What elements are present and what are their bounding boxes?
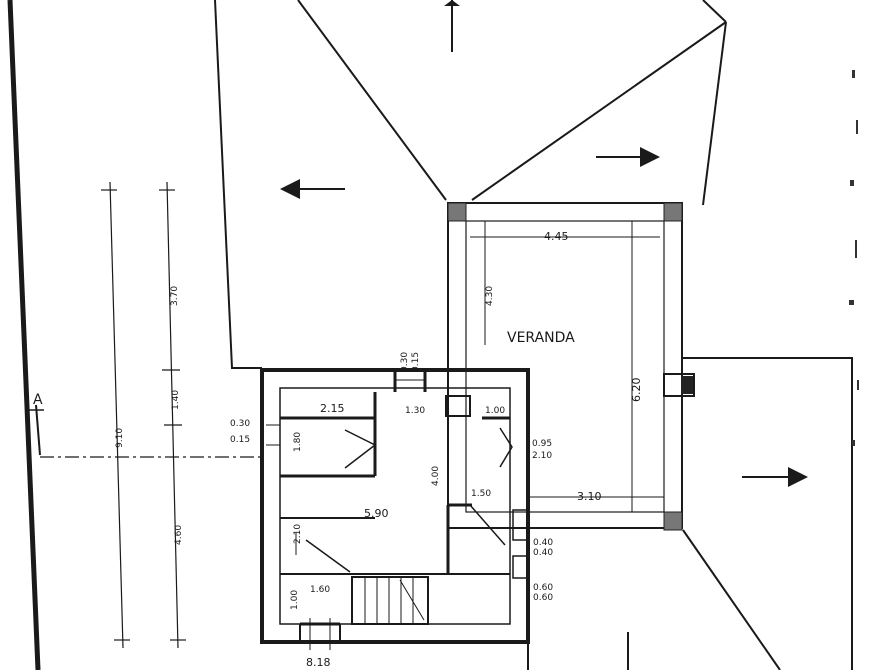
dim-left-upper: 3.70 <box>170 286 180 306</box>
dim-wall-left-a: 0.30 <box>230 419 250 429</box>
section-label: A <box>33 392 43 408</box>
dim-stair-width: 1.60 <box>310 585 330 595</box>
dim-left-lower: 4.60 <box>174 525 184 545</box>
dim-door-right-b: 2.10 <box>532 451 552 461</box>
left-dimension-lines <box>40 181 260 649</box>
veranda-label: VERANDA <box>507 330 575 346</box>
dim-left-middle: 1.40 <box>171 390 181 410</box>
column-bottom-right <box>663 511 683 531</box>
column-right-mid <box>663 373 695 397</box>
dim-win-a: 0.40 <box>533 538 553 548</box>
dim-door-right-a: 0.95 <box>532 439 552 449</box>
staircase <box>305 539 429 625</box>
section-marker-a: A <box>28 392 44 456</box>
dim-wall-left-b: 0.15 <box>230 435 250 445</box>
dim-room-right-width: 1.00 <box>485 406 505 416</box>
arrow-right-icon-lower <box>788 467 808 487</box>
dim-room-left-width: 2.15 <box>320 402 345 415</box>
roof-outline <box>214 0 853 670</box>
dim-center-opening: 1.50 <box>471 489 491 499</box>
dim-win-c: 0.60 <box>533 583 553 593</box>
house-walls <box>260 368 530 650</box>
dim-win-b: 0.40 <box>533 548 553 558</box>
dim-veranda-width: 4.45 <box>544 230 569 243</box>
arrow-right-icon <box>640 147 660 167</box>
arrow-left-icon <box>280 179 300 199</box>
dim-room-lower-left-height: 2.10 <box>293 524 303 544</box>
dim-veranda-depth: 4.30 <box>485 286 495 306</box>
dim-room-left-height: 1.80 <box>293 432 303 452</box>
roof-slope-arrows <box>280 0 808 487</box>
column-top-right <box>663 202 683 222</box>
dim-left-total: 9.10 <box>115 428 125 448</box>
door-swings <box>295 427 513 555</box>
dim-room-center-width: 1.30 <box>405 406 425 416</box>
dim-house-inner-height: 4.00 <box>431 466 441 486</box>
dim-wall-top-a: 0.30 <box>400 352 410 372</box>
sheet-edge-line <box>7 0 41 670</box>
dim-veranda-lower: 3.10 <box>577 490 602 503</box>
dim-wall-top-b: 0.15 <box>411 352 421 372</box>
dim-veranda-side: 6.20 <box>630 378 643 403</box>
veranda-frame <box>447 202 695 531</box>
dim-house-width: 5.90 <box>364 507 389 520</box>
dim-win-d: 0.60 <box>533 593 553 603</box>
dim-stair-small: 1.00 <box>290 590 300 610</box>
dim-bottom-stub: 8.18 <box>306 656 331 669</box>
scan-noise <box>849 70 859 446</box>
column-top-left <box>447 202 467 222</box>
